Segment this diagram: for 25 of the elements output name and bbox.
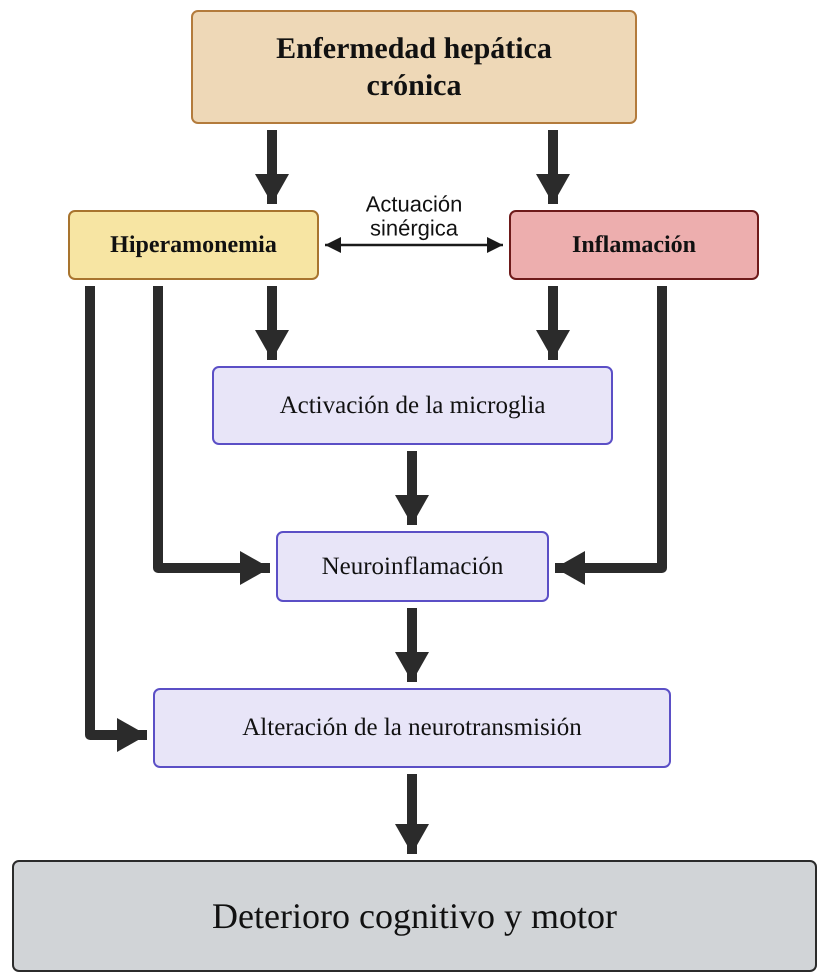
arrow bbox=[153, 286, 270, 585]
arrow bbox=[555, 286, 667, 585]
arrow bbox=[536, 130, 570, 204]
arrow bbox=[395, 608, 429, 682]
box-text: Activación de la microglia bbox=[280, 390, 546, 421]
box-text: Inflamación bbox=[572, 231, 696, 260]
arrow bbox=[255, 130, 289, 204]
process-box bbox=[276, 531, 549, 602]
process-box bbox=[191, 10, 637, 124]
box-text: Enfermedad hepática crónica bbox=[275, 30, 553, 104]
arrow bbox=[325, 237, 503, 253]
arrow bbox=[255, 286, 289, 360]
process-box bbox=[509, 210, 759, 280]
process-box bbox=[12, 860, 817, 972]
process-box bbox=[68, 210, 319, 280]
box-text: Neuroinflamación bbox=[322, 552, 504, 582]
box-text: Alteración de la neurotransmisión bbox=[242, 713, 582, 744]
box-text: Deterioro cognitivo y motor bbox=[212, 894, 617, 938]
arrow bbox=[395, 774, 429, 854]
process-box bbox=[212, 366, 613, 445]
arrow bbox=[85, 286, 147, 752]
process-box bbox=[153, 688, 671, 768]
arrow bbox=[536, 286, 570, 360]
box-text: Hiperamonemia bbox=[110, 231, 277, 260]
arrow bbox=[395, 451, 429, 525]
